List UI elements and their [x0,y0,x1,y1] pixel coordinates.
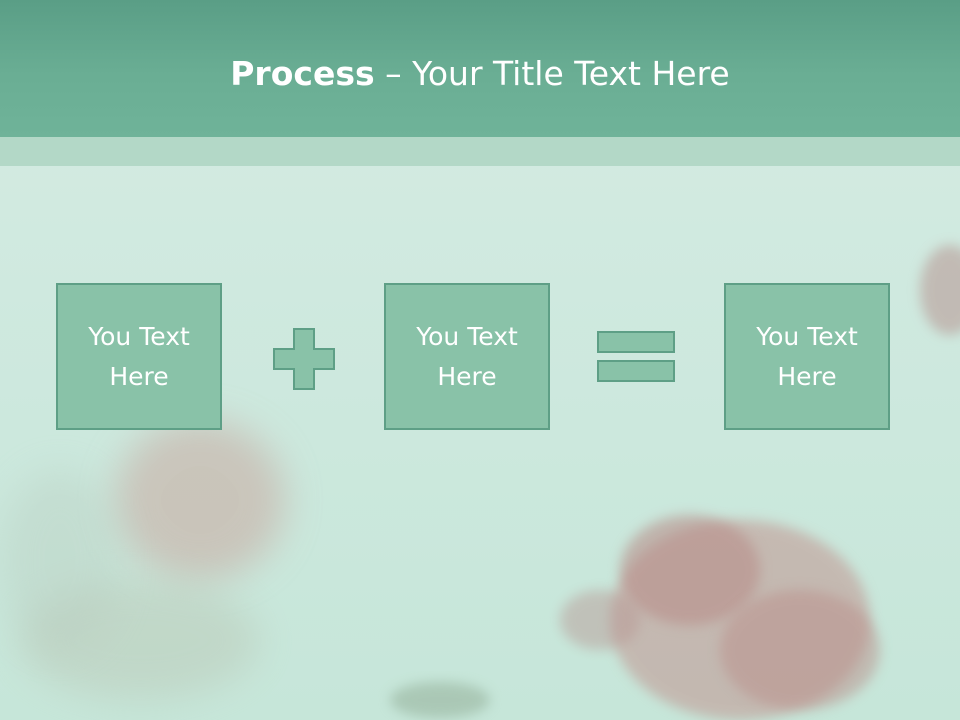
process-box-3-text: You Text Here [756,321,858,391]
title-accent-band [0,137,960,166]
title-text: – Your Title Text Here [374,54,730,93]
title-bar [0,0,960,137]
title-bold-text: Process [230,54,375,93]
slide-title: Process – Your Title Text Here [0,52,960,96]
process-box-3[interactable]: You Text Here [724,283,890,430]
process-box-2[interactable]: You Text Here [384,283,550,430]
process-box-2-text: You Text Here [416,321,518,391]
process-box-1-text: You Text Here [88,321,190,391]
equals-icon [597,331,675,382]
process-box-1[interactable]: You Text Here [56,283,222,430]
plus-icon [273,328,335,390]
